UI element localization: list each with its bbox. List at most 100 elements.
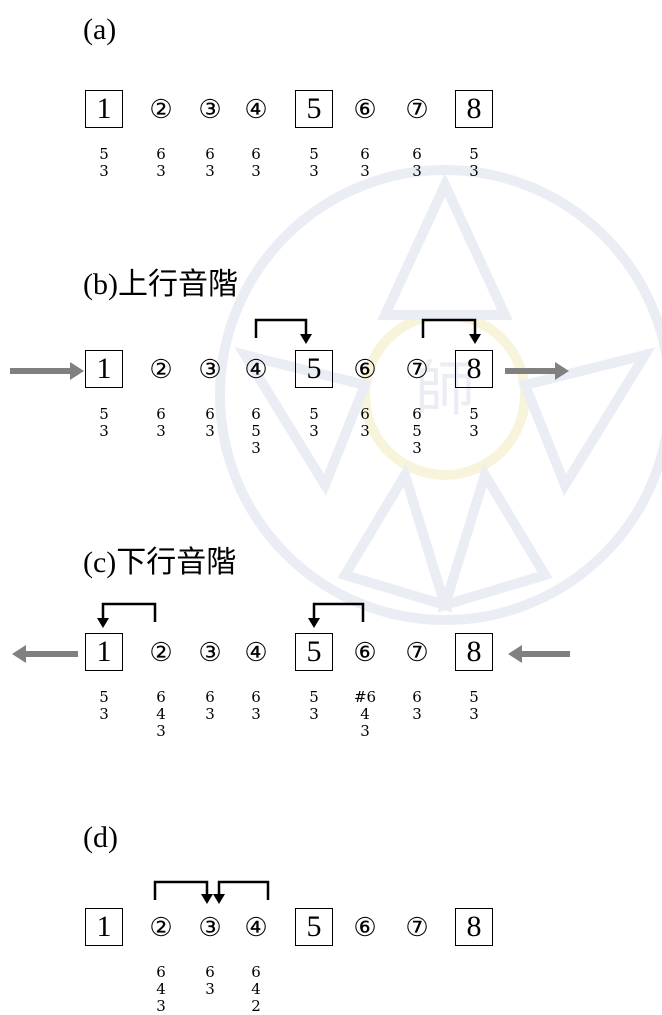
figure-number: 3	[156, 722, 166, 740]
degree-a-6: ⑥	[353, 95, 377, 124]
degree-a-2: ②	[149, 95, 173, 124]
degree-d-4: ④	[244, 913, 268, 942]
section-c-label: (c)下行音階	[83, 546, 237, 579]
figure-number: 6	[205, 145, 215, 163]
figure-number: 3	[251, 705, 261, 723]
figure-number: 3	[469, 422, 479, 440]
degree-d-8: 8	[455, 908, 493, 946]
bracket-2-to-1	[97, 602, 157, 628]
figure-number: 5	[309, 688, 319, 706]
figure-number: 6	[156, 963, 166, 981]
figure-number: 3	[205, 980, 215, 998]
degree-b-2: ②	[149, 355, 173, 384]
figure-number: 3	[251, 162, 261, 180]
figure-number: 3	[99, 705, 109, 723]
figure-number: 3	[251, 439, 261, 457]
degree-b-4: ④	[244, 355, 268, 384]
degree-a-8: 8	[455, 90, 493, 128]
figure-number: 3	[360, 422, 370, 440]
bracket-4-to-5	[254, 318, 312, 344]
degree-a-3: ③	[198, 95, 222, 124]
figure-number: 3	[156, 997, 166, 1015]
figure-number: 3	[412, 705, 422, 723]
figure-number: 3	[469, 705, 479, 723]
figure-number: 6	[412, 405, 422, 423]
figure-number: 5	[99, 145, 109, 163]
figure-number: 3	[309, 422, 319, 440]
section-d-label: (d)	[83, 821, 118, 854]
figure-number: 5	[251, 422, 261, 440]
degree-b-5: 5	[295, 350, 333, 388]
degree-d-3: ③	[198, 913, 222, 942]
figure-number: 3	[360, 722, 370, 740]
degree-a-1: 1	[85, 90, 123, 128]
figure-number: 6	[251, 405, 261, 423]
figure-number: 3	[99, 162, 109, 180]
degree-a-4: ④	[244, 95, 268, 124]
figure-number: 3	[309, 162, 319, 180]
degree-c-2: ②	[149, 638, 173, 667]
figure-number: 4	[156, 980, 166, 998]
figure-number: 5	[469, 405, 479, 423]
figure-number: 6	[412, 688, 422, 706]
figure-number: 5	[99, 688, 109, 706]
figure-number: 3	[156, 422, 166, 440]
bracket-2-4-to-3	[153, 880, 270, 904]
degree-c-1: 1	[85, 633, 123, 671]
figure-number: 5	[469, 688, 479, 706]
figure-number: 6	[251, 145, 261, 163]
gray-arrow-out-b	[505, 362, 569, 380]
figure-number: 4	[251, 980, 261, 998]
figure-number: 3	[309, 705, 319, 723]
figure-number: 6	[156, 405, 166, 423]
degree-c-7: ⑦	[405, 638, 429, 667]
gray-arrow-in-b	[10, 362, 84, 380]
figure-number: 4	[360, 705, 370, 723]
figure-number: 3	[205, 162, 215, 180]
degree-d-6: ⑥	[353, 913, 377, 942]
bracket-7-to-8	[421, 318, 481, 344]
figure-number: 6	[412, 145, 422, 163]
degree-c-4: ④	[244, 638, 268, 667]
degree-b-3: ③	[198, 355, 222, 384]
figure-number: 6	[156, 688, 166, 706]
degree-d-5: 5	[295, 908, 333, 946]
figure-number: 5	[469, 145, 479, 163]
figure-number: 3	[469, 162, 479, 180]
figure-number: 5	[412, 422, 422, 440]
figure-number: 6	[360, 405, 370, 423]
degree-d-7: ⑦	[405, 913, 429, 942]
figure-number: 3	[205, 705, 215, 723]
degree-c-6: ⑥	[353, 638, 377, 667]
degree-b-1: 1	[85, 350, 123, 388]
section-b-label: (b)上行音階	[83, 268, 238, 301]
watermark-emblem: 師	[215, 165, 662, 625]
figure-number: 3	[156, 162, 166, 180]
figure-number: 5	[99, 405, 109, 423]
degree-c-3: ③	[198, 638, 222, 667]
figure-number: 3	[412, 439, 422, 457]
degree-c-8: 8	[455, 633, 493, 671]
degree-a-7: ⑦	[405, 95, 429, 124]
figure-number: 5	[309, 145, 319, 163]
degree-c-5: 5	[295, 633, 333, 671]
figure-number: 6	[360, 145, 370, 163]
